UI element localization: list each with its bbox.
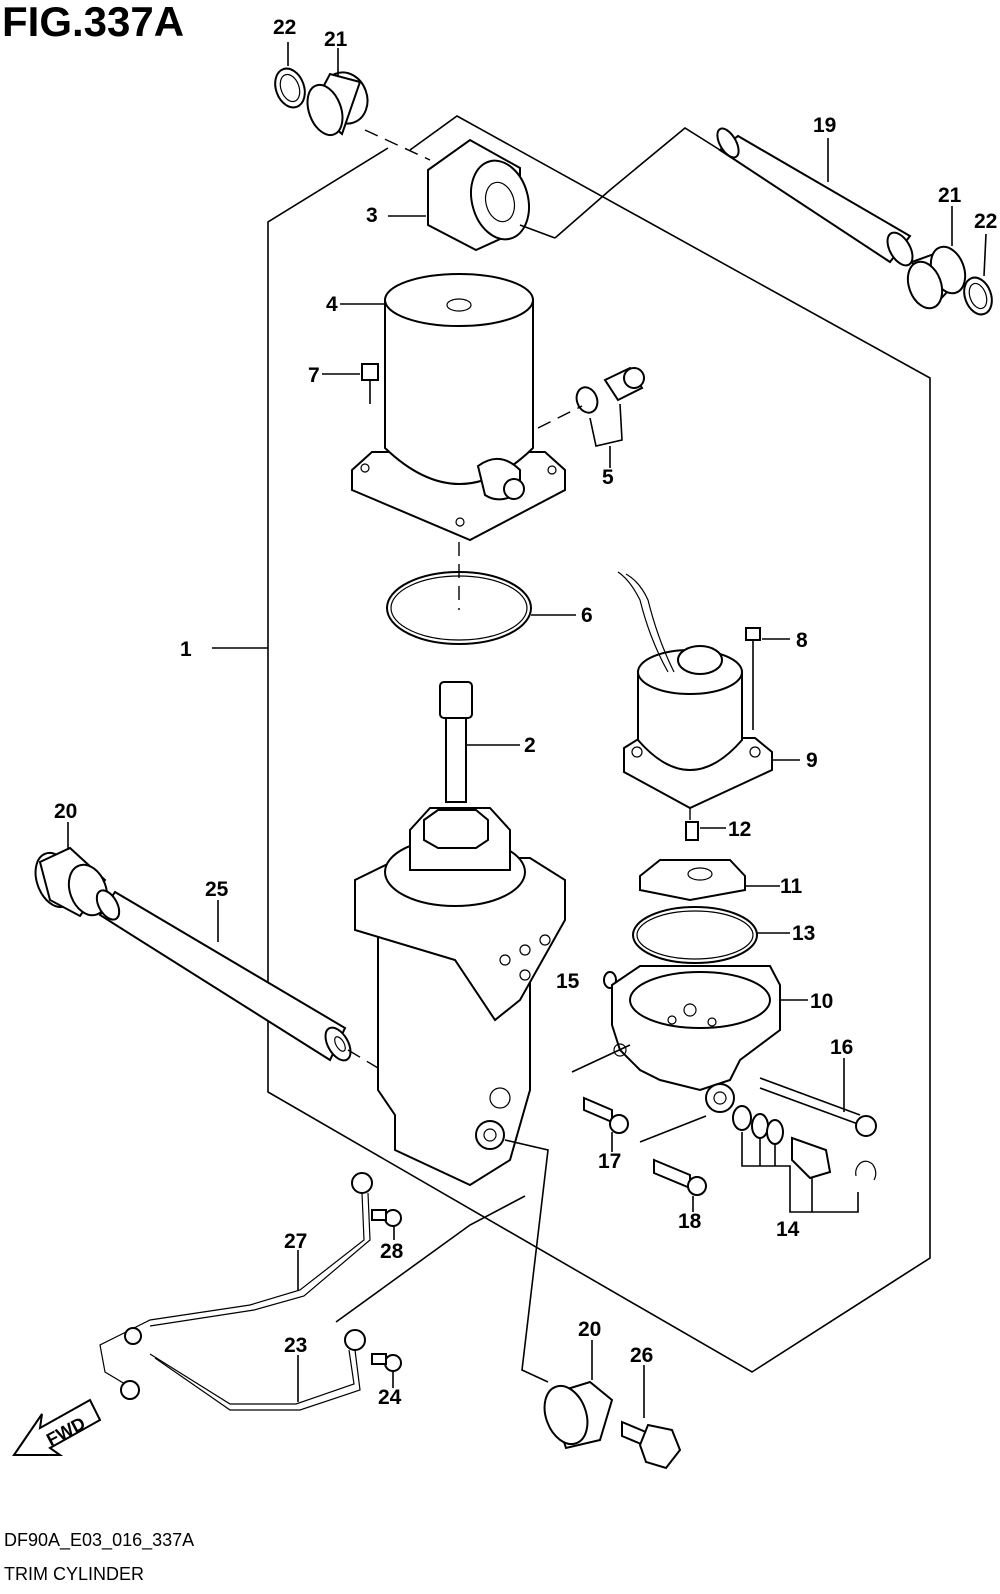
callout-21-right: 21 — [938, 184, 962, 207]
callout-3: 3 — [366, 204, 378, 227]
part-11 — [639, 859, 746, 902]
o-ring-13 — [632, 906, 758, 964]
callout-18: 18 — [678, 1210, 702, 1233]
bolt-18 — [653, 1158, 707, 1196]
callout-20-bottom: 20 — [578, 1318, 601, 1341]
callout-9: 9 — [806, 749, 818, 772]
bolt-8 — [745, 627, 761, 730]
bushing-21-top — [306, 71, 369, 137]
callout-5: 5 — [602, 466, 614, 489]
reservoir-4 — [351, 273, 566, 542]
pin-19 — [716, 127, 914, 267]
part-12 — [685, 821, 699, 841]
callout-11: 11 — [780, 875, 803, 898]
fwd-arrow-icon: FWD — [12, 1398, 102, 1456]
screw-28 — [371, 1209, 402, 1227]
pin-25 — [95, 889, 352, 1062]
callout-17: 17 — [598, 1150, 621, 1173]
callout-22-right: 22 — [974, 210, 997, 233]
cylinder-body — [354, 807, 566, 1187]
callout-14: 14 — [776, 1218, 800, 1241]
plug-5 — [575, 366, 645, 414]
ground-lead-23 — [120, 1329, 366, 1411]
callout-20: 20 — [54, 800, 77, 823]
callout-4: 4 — [326, 293, 338, 316]
figure-code: DF90A_E03_016_337A — [4, 1530, 194, 1551]
callout-23: 23 — [284, 1334, 307, 1357]
callout-15: 15 — [556, 970, 580, 993]
snap-ring-22-top — [274, 67, 306, 109]
figure-title: FIG.337A — [2, 0, 184, 45]
callout-8: 8 — [796, 629, 808, 652]
callout-19: 19 — [813, 114, 836, 137]
callout-26: 26 — [630, 1344, 653, 1367]
valve-14 — [732, 1105, 877, 1181]
callout-24: 24 — [378, 1386, 402, 1409]
piston-rod-2 — [439, 681, 473, 803]
ground-lead-27 — [99, 1172, 373, 1391]
callout-7: 7 — [308, 364, 320, 387]
screw-24 — [371, 1353, 402, 1372]
callout-6: 6 — [581, 604, 593, 627]
callout-28: 28 — [380, 1240, 404, 1263]
snap-ring-22-right — [963, 276, 993, 316]
bushing-3 — [427, 138, 530, 252]
callout-12: 12 — [728, 818, 751, 841]
bushing-20-bottom — [543, 1380, 614, 1450]
figure-name: TRIM CYLINDER — [4, 1564, 144, 1584]
callout-2: 2 — [524, 734, 536, 757]
bushing-21-right — [906, 245, 967, 310]
callout-25: 25 — [205, 878, 229, 901]
bolt-7 — [361, 363, 379, 404]
callout-10: 10 — [810, 990, 833, 1013]
callout-21: 21 — [324, 28, 348, 51]
callout-16: 16 — [830, 1036, 853, 1059]
callout-1: 1 — [180, 638, 192, 661]
valve-body-10 — [611, 965, 781, 1113]
motor-9 — [617, 571, 773, 810]
assembly-outline — [267, 115, 931, 1373]
callout-13: 13 — [792, 922, 815, 945]
bolt-26 — [621, 1420, 682, 1470]
callout-27: 27 — [284, 1230, 307, 1253]
bolt-17 — [583, 1096, 629, 1134]
callout-22: 22 — [273, 16, 296, 39]
